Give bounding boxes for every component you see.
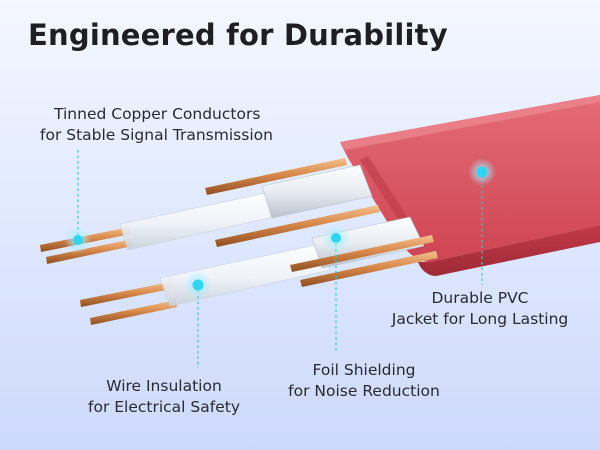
callout-insulation-line2: for Electrical Safety <box>88 398 240 416</box>
callout-insulation-line1: Wire Insulation <box>106 377 222 395</box>
callout-jacket-line1: Durable PVC <box>431 289 529 307</box>
marker-shielding <box>322 224 350 252</box>
marker-jacket <box>468 158 496 186</box>
callout-shielding-line1: Foil Shielding <box>312 361 416 379</box>
callout-jacket-line2: Jacket for Long Lasting <box>391 310 569 328</box>
callout-shielding: Foil Shielding for Noise Reduction <box>266 360 462 402</box>
callout-conductors-line2: for Stable Signal Transmission <box>40 126 273 144</box>
callout-jacket: Durable PVC Jacket for Long Lasting <box>372 288 588 330</box>
marker-conductors <box>64 226 92 254</box>
upper-wire-pair <box>40 158 380 264</box>
lower-wire-pair <box>80 216 438 325</box>
marker-insulation <box>184 271 212 299</box>
callout-shielding-line2: for Noise Reduction <box>288 382 440 400</box>
leader-lines <box>77 150 483 368</box>
page-title: Engineered for Durability <box>28 18 448 52</box>
callout-insulation: Wire Insulation for Electrical Safety <box>66 376 262 418</box>
callout-conductors-line1: Tinned Copper Conductors <box>54 105 261 123</box>
callout-conductors: Tinned Copper Conductors for Stable Sign… <box>40 104 273 146</box>
